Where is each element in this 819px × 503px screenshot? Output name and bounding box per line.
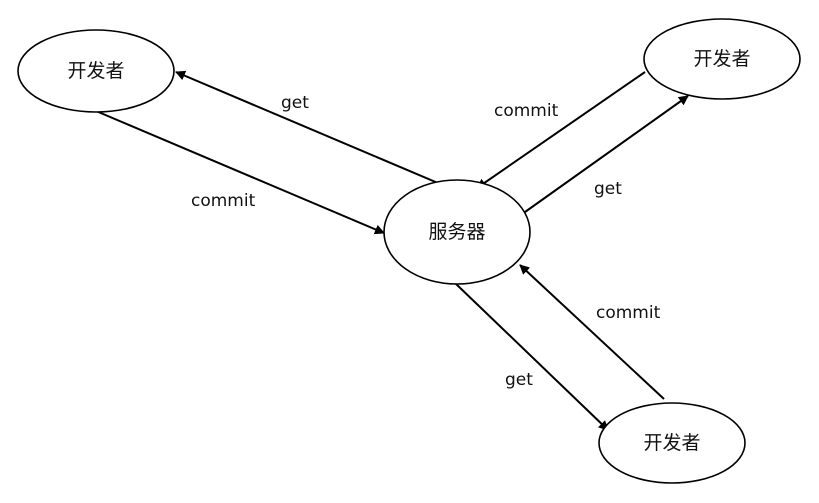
- arrow-commit-from-bottom-right-developer: [519, 264, 665, 400]
- arrow-commit-from-top-left-developer: [95, 110, 385, 235]
- developer-ellipse: [643, 18, 801, 100]
- node-developer-top-right: 开发者: [643, 18, 801, 100]
- server-ellipse: [383, 179, 531, 285]
- developer-label: 开发者: [693, 48, 750, 70]
- developer-label: 开发者: [67, 60, 124, 82]
- arrow-get-to-top-right-developer: [524, 95, 689, 213]
- developer-label: 开发者: [643, 432, 700, 454]
- node-server: 服务器: [383, 179, 531, 285]
- developer-ellipse: [17, 29, 175, 113]
- server-label: 服务器: [428, 221, 485, 243]
- arrow-get-to-bottom-right-developer: [454, 282, 609, 431]
- node-developer-top-left: 开发者: [17, 29, 175, 113]
- developer-ellipse: [598, 402, 746, 484]
- edge-label-top-right-get: get: [594, 179, 622, 199]
- edge-label-top-left-get: get: [281, 93, 309, 113]
- edge-label-bottom-right-get: get: [505, 370, 533, 390]
- arrow-commit-from-top-right-developer: [476, 71, 646, 189]
- node-developer-bottom-right: 开发者: [598, 402, 746, 484]
- edge-label-bottom-right-commit: commit: [596, 303, 661, 323]
- edge-label-top-left-commit: commit: [191, 191, 256, 211]
- edge-label-top-right-commit: commit: [494, 101, 559, 121]
- arrow-get-to-top-left-developer: [175, 70, 446, 187]
